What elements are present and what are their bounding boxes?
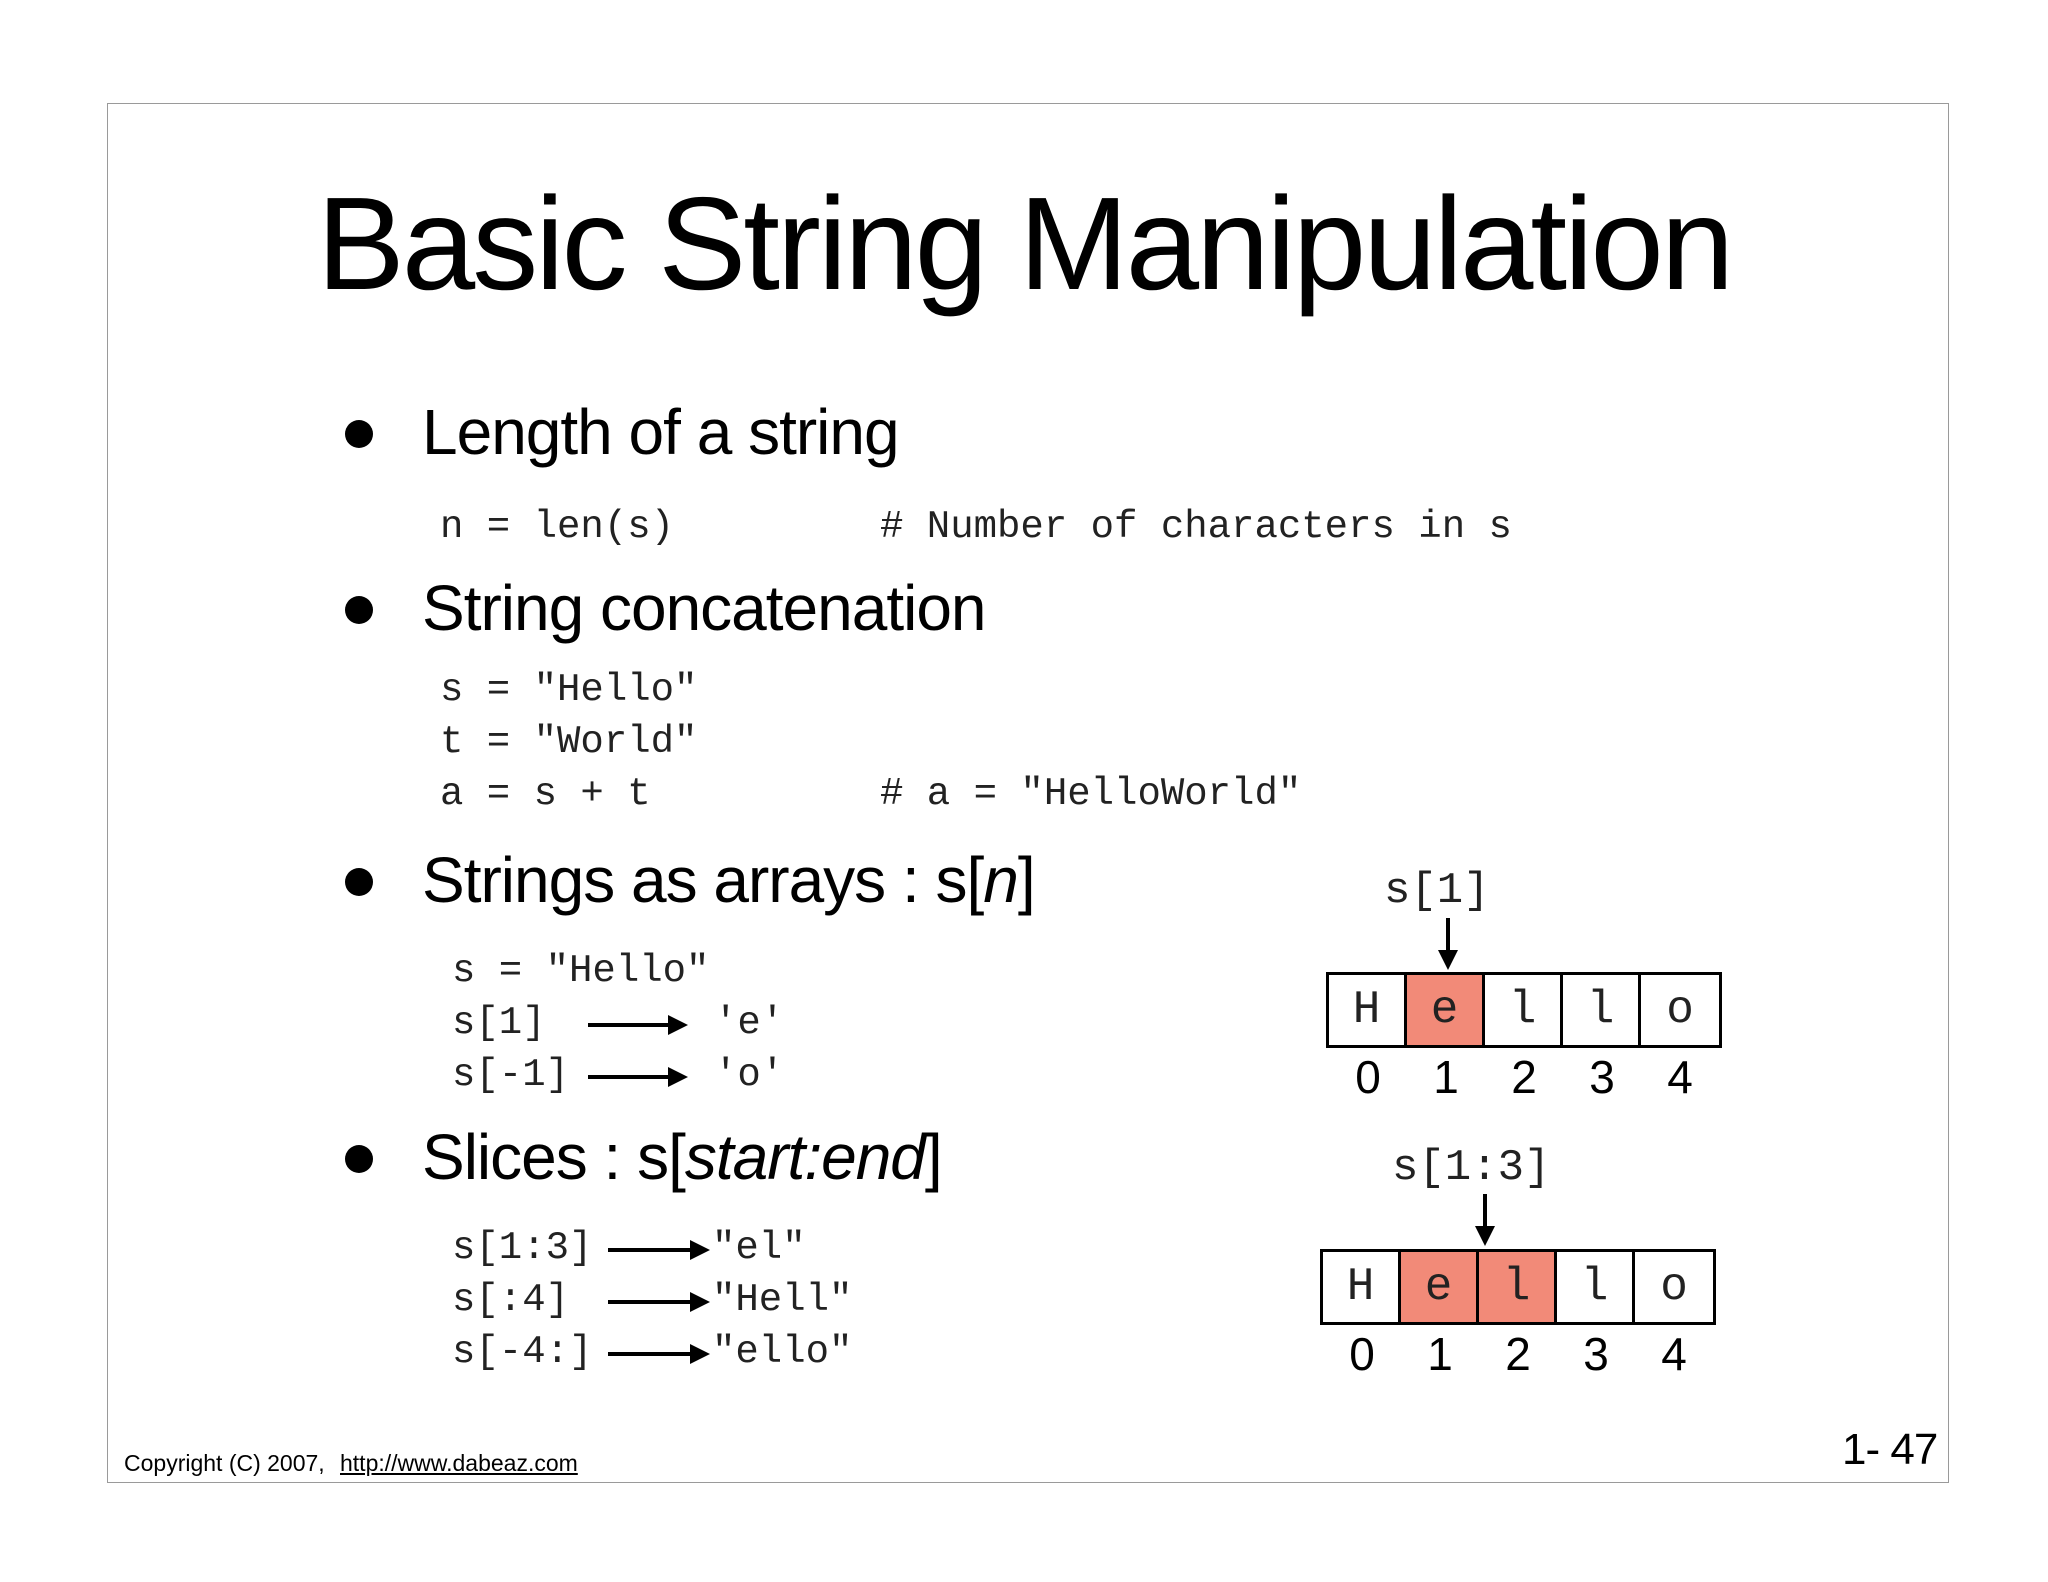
- section-heading-length: Length of a string: [422, 396, 900, 468]
- string-cell: o: [1660, 1261, 1688, 1313]
- index-result: 'o': [714, 1053, 785, 1097]
- index-result: 'e': [714, 1001, 785, 1045]
- section-heading-concatenation: String concatenation: [422, 572, 986, 644]
- right-arrow-icon: [588, 1067, 688, 1087]
- right-arrow-icon: [608, 1240, 710, 1260]
- string-cell: e: [1407, 975, 1485, 1045]
- down-arrow-icon: [1475, 1194, 1495, 1246]
- page-number: 1- 47: [1842, 1425, 1938, 1474]
- index-label: 0: [1355, 1051, 1381, 1103]
- slice-expression: s[-4:]: [452, 1330, 593, 1374]
- bullet-icon: [345, 596, 373, 624]
- code-line: t = "World": [440, 720, 698, 764]
- code-line: s = "Hello": [452, 949, 710, 993]
- code-comment: # a = "HelloWorld": [880, 772, 1302, 816]
- slice-result: "ello": [712, 1330, 853, 1374]
- slice-result: "Hell": [712, 1278, 853, 1322]
- section-heading-slices: Slices : s[start:end]: [422, 1121, 943, 1193]
- index-label: 1: [1433, 1051, 1459, 1103]
- index-expression: s[-1]: [452, 1053, 570, 1097]
- section-heading-arrays: Strings as arrays : s[n]: [422, 844, 1036, 916]
- down-arrow-icon: [1438, 918, 1458, 970]
- string-cell: l: [1557, 1252, 1635, 1322]
- diagram-label: s[1:3]: [1392, 1143, 1551, 1193]
- slice-result: "el": [712, 1226, 806, 1270]
- string-cell: l: [1563, 975, 1641, 1045]
- slice-expression: s[:4]: [452, 1278, 570, 1322]
- bullet-icon: [345, 420, 373, 448]
- index-label: 1: [1427, 1328, 1453, 1380]
- bullet-icon: [345, 868, 373, 896]
- string-cell: e: [1401, 1252, 1479, 1322]
- index-label: 3: [1589, 1051, 1615, 1103]
- string-cell: H: [1329, 975, 1407, 1045]
- string-cell: o: [1666, 984, 1694, 1036]
- code-comment: # Number of characters in s: [880, 505, 1512, 549]
- index-label: 4: [1667, 1051, 1693, 1103]
- index-label: 3: [1583, 1328, 1609, 1380]
- diagram-label: s[1]: [1384, 866, 1490, 916]
- string-cell: H: [1323, 1252, 1401, 1322]
- right-arrow-icon: [608, 1292, 710, 1312]
- slide-frame: [107, 103, 1949, 1483]
- string-cell: l: [1479, 1252, 1557, 1322]
- code-line: a = s + t: [440, 772, 651, 816]
- slice-expression: s[1:3]: [452, 1226, 593, 1270]
- slide-title: Basic String Manipulation: [316, 170, 1734, 317]
- right-arrow-icon: [588, 1015, 688, 1035]
- copyright-text: Copyright (C) 2007,: [124, 1450, 325, 1476]
- index-label: 0: [1349, 1328, 1375, 1380]
- index-label: 2: [1511, 1051, 1537, 1103]
- index-label: 4: [1661, 1328, 1687, 1380]
- right-arrow-icon: [608, 1344, 710, 1364]
- bullet-icon: [345, 1145, 373, 1173]
- footer-link[interactable]: http://www.dabeaz.com: [340, 1450, 578, 1476]
- index-expression: s[1]: [452, 1001, 546, 1045]
- code-line: s = "Hello": [440, 668, 698, 712]
- string-cell: l: [1485, 975, 1563, 1045]
- index-label: 2: [1505, 1328, 1531, 1380]
- code-line: n = len(s): [440, 505, 675, 549]
